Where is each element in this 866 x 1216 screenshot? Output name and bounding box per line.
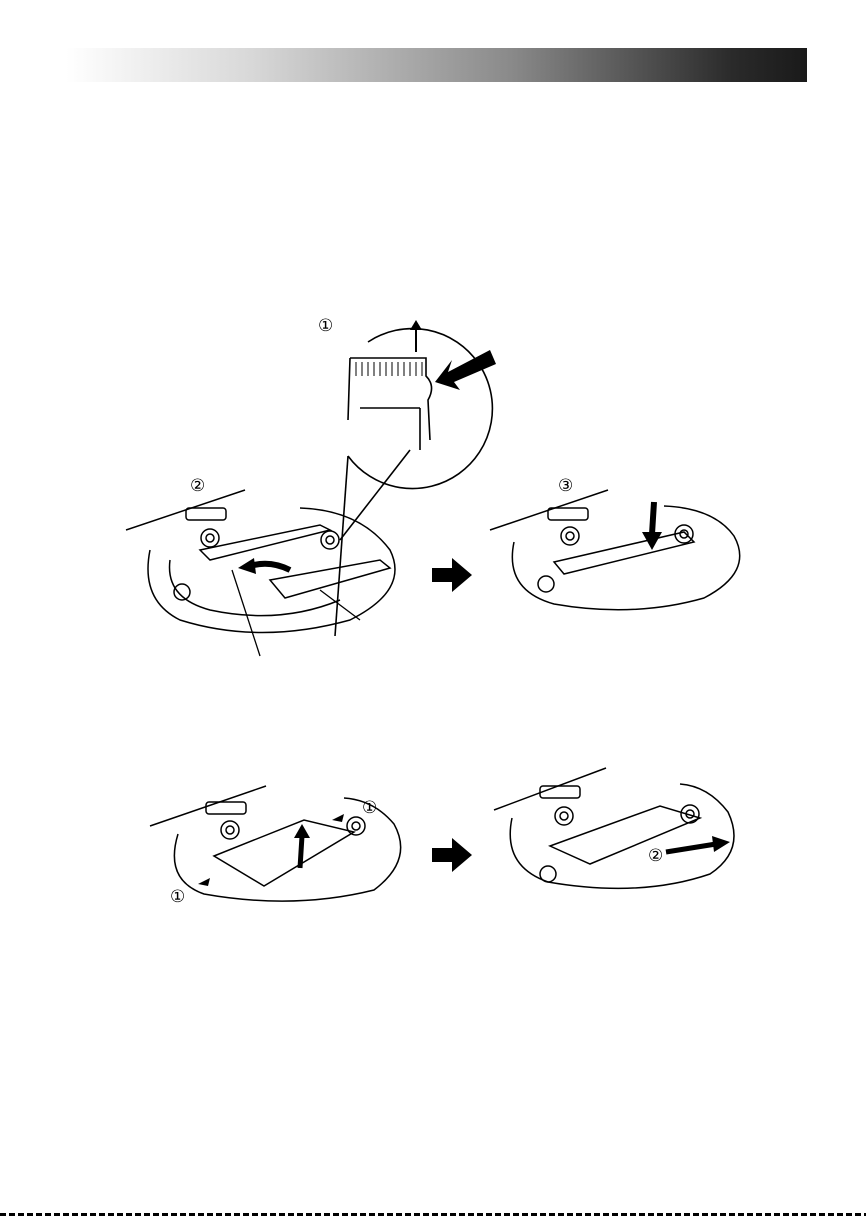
install-press-down-figure — [484, 480, 754, 620]
header-bar — [66, 48, 807, 82]
next-arrow-icon — [432, 558, 472, 592]
remove-step-2-label: ② — [648, 846, 663, 866]
install-step-1-label: ① — [318, 316, 333, 336]
next-arrow-icon-2 — [432, 838, 472, 872]
remove-step-1-right-label: ① — [362, 798, 377, 818]
remove-slide-out-figure — [490, 760, 750, 900]
install-module-figure — [120, 480, 420, 670]
install-step-3-label: ③ — [558, 476, 573, 496]
remove-step-1-left-label: ① — [170, 887, 185, 907]
install-step-2-label: ② — [190, 476, 205, 496]
